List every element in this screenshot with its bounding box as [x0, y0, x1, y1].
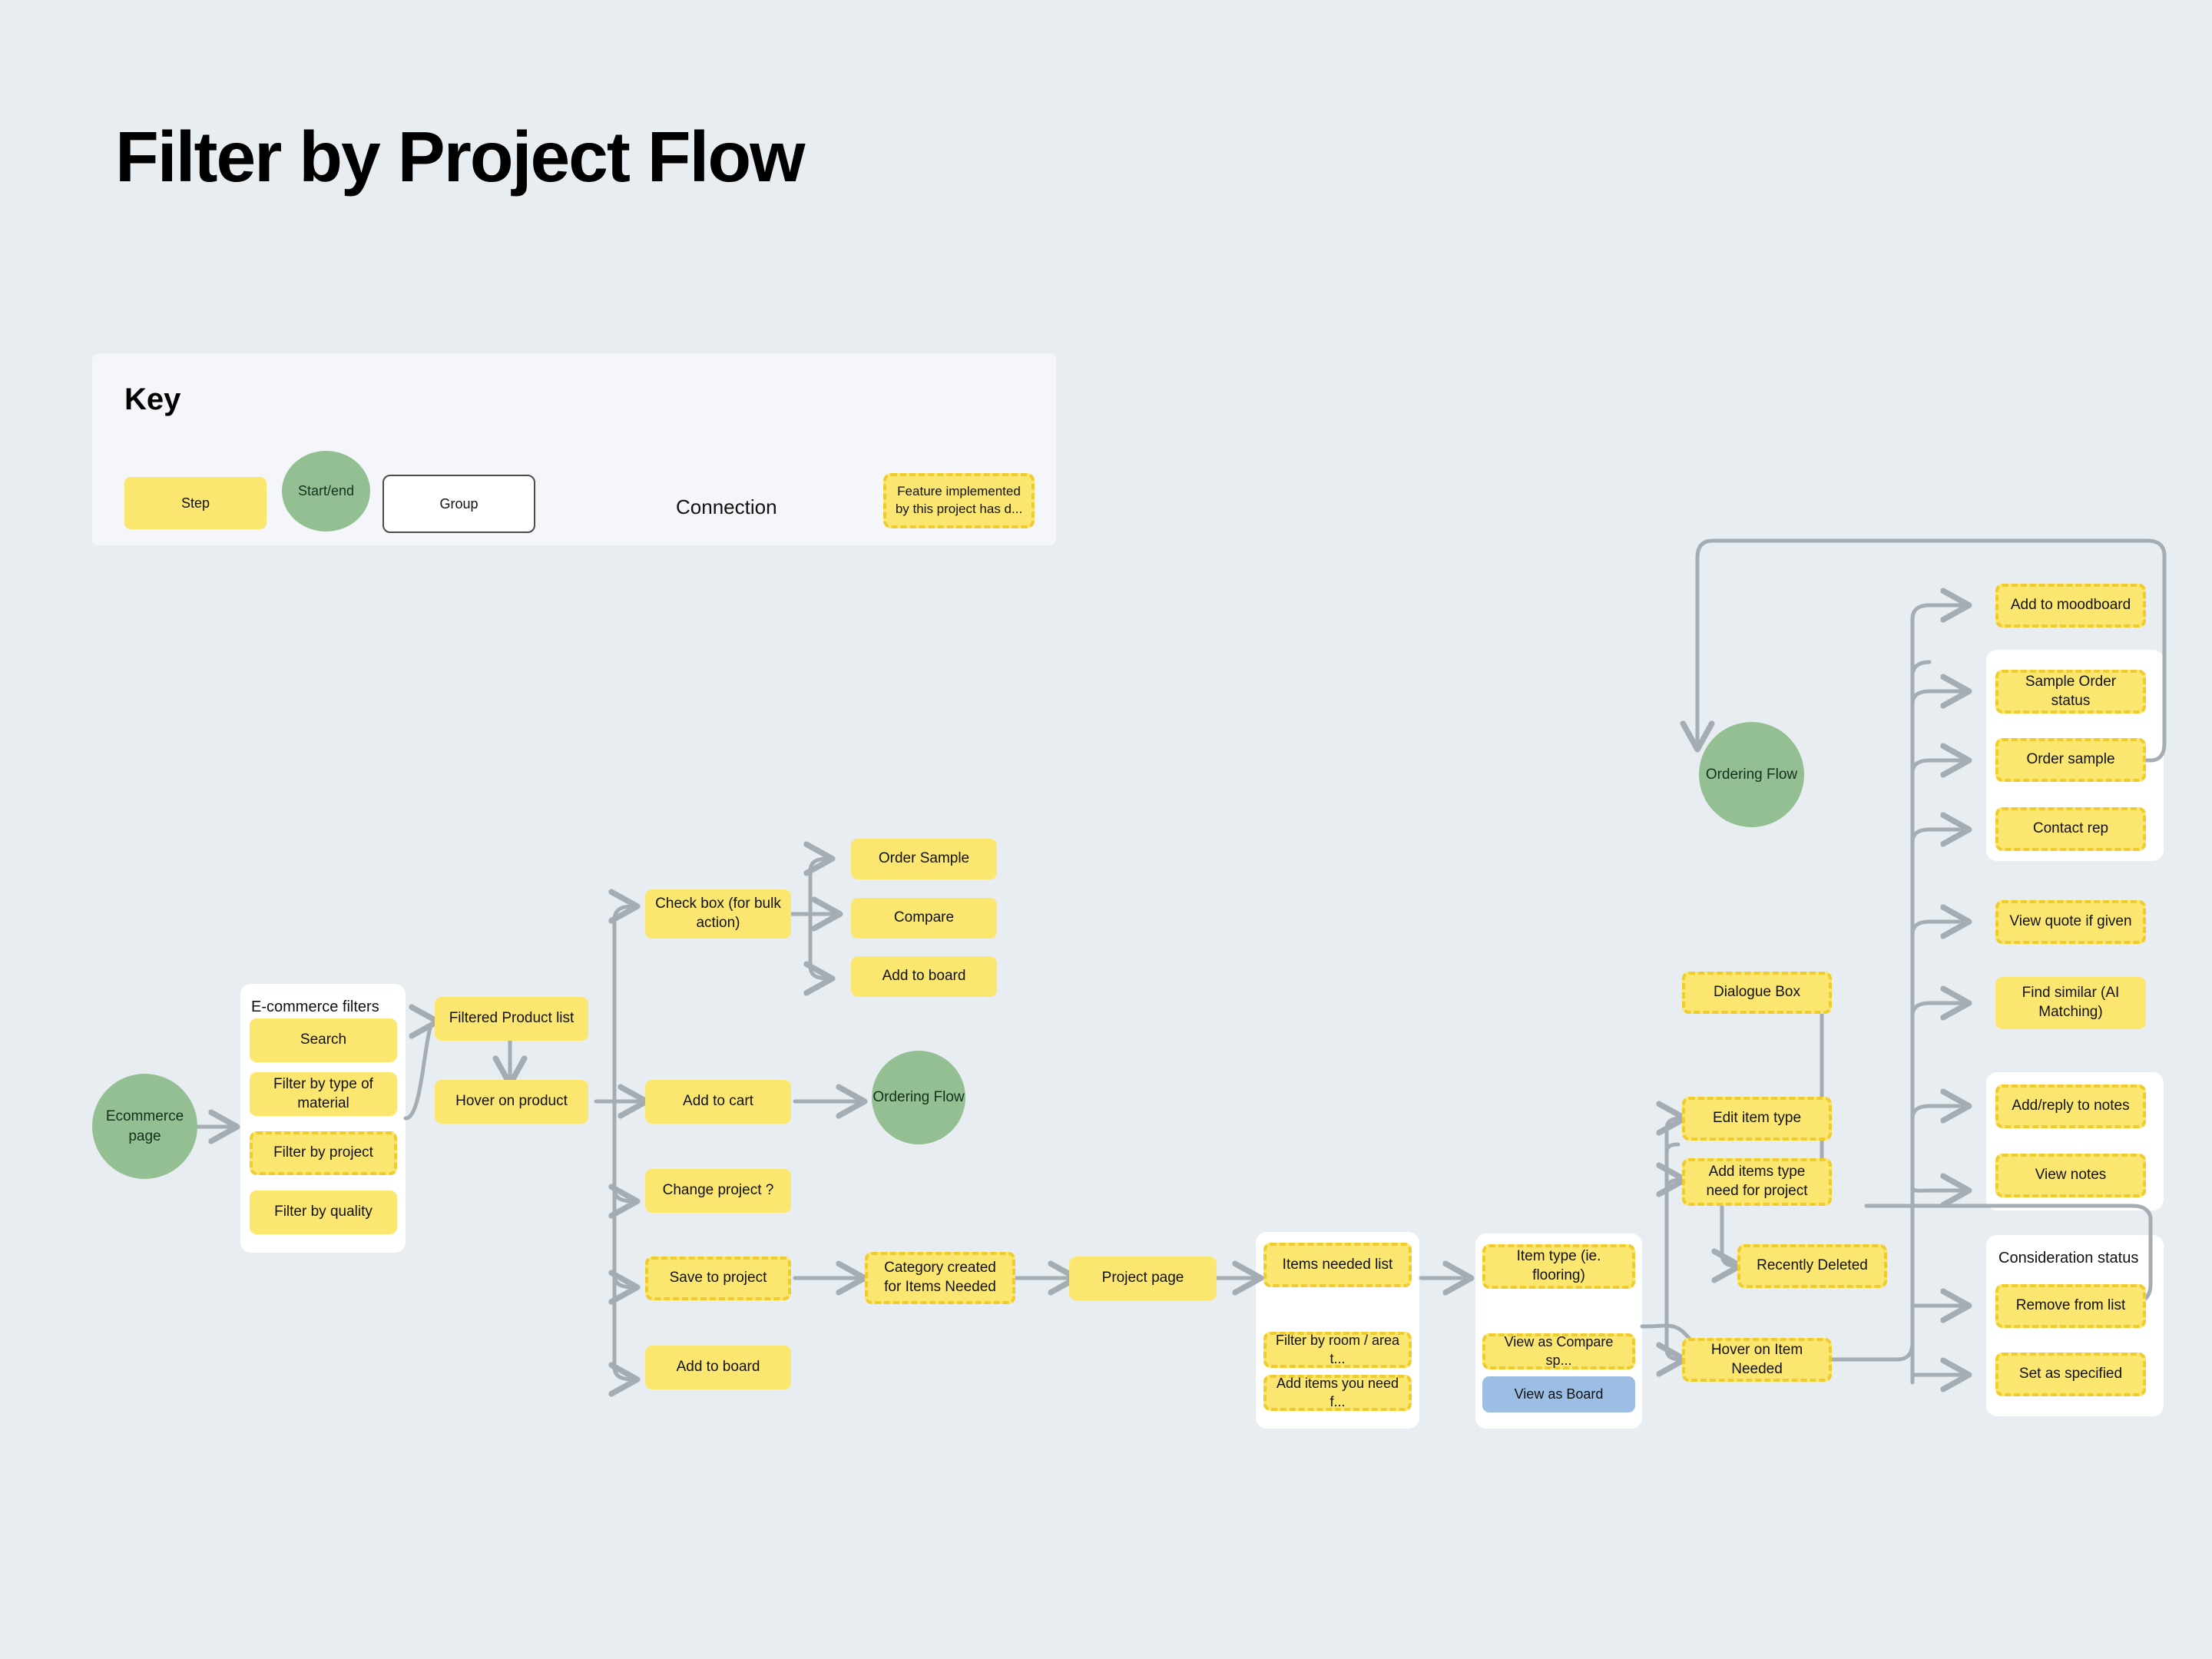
- key-legend-panel: Key Step Start/end Group Connection Feat…: [92, 353, 1056, 545]
- node-view-as-board[interactable]: View as Board: [1482, 1376, 1635, 1412]
- node-add-items-type-need-for-project[interactable]: Add items type need for project: [1682, 1158, 1832, 1206]
- key-title: Key: [124, 382, 181, 416]
- node-filter-by-project[interactable]: Filter by project: [250, 1131, 397, 1175]
- node-hover-on-item-needed[interactable]: Hover on Item Needed: [1682, 1338, 1832, 1382]
- node-check-box-bulk-action[interactable]: Check box (for bulk action): [645, 889, 791, 939]
- node-set-as-specified[interactable]: Set as specified: [1995, 1353, 2146, 1396]
- node-add-to-moodboard[interactable]: Add to moodboard: [1995, 584, 2146, 628]
- node-order-sample[interactable]: Order sample: [1995, 738, 2146, 782]
- node-dialogue-box[interactable]: Dialogue Box: [1682, 972, 1832, 1014]
- node-recently-deleted[interactable]: Recently Deleted: [1737, 1244, 1887, 1288]
- node-find-similar-ai-matching[interactable]: Find similar (AI Matching): [1995, 977, 2146, 1029]
- node-add-to-cart[interactable]: Add to cart: [645, 1080, 791, 1124]
- node-compare[interactable]: Compare: [851, 898, 997, 939]
- node-add-to-board-top[interactable]: Add to board: [851, 956, 997, 997]
- node-contact-rep[interactable]: Contact rep: [1995, 807, 2146, 851]
- node-ordering-flow-mid[interactable]: Ordering Flow: [872, 1051, 965, 1144]
- node-view-notes[interactable]: View notes: [1995, 1154, 2146, 1197]
- node-item-type[interactable]: Item type (ie. flooring): [1482, 1244, 1635, 1289]
- node-category-created-for-items-needed[interactable]: Category created for Items Needed: [865, 1252, 1015, 1304]
- node-view-quote-if-given[interactable]: View quote if given: [1995, 900, 2146, 944]
- node-view-as-compare[interactable]: View as Compare sp...: [1482, 1333, 1635, 1369]
- node-edit-item-type[interactable]: Edit item type: [1682, 1097, 1832, 1141]
- node-change-project[interactable]: Change project ?: [645, 1169, 791, 1213]
- node-items-needed-list[interactable]: Items needed list: [1263, 1243, 1412, 1287]
- key-step-swatch: Step: [124, 477, 267, 529]
- node-filter-by-room-area[interactable]: Filter by room / area t...: [1263, 1332, 1412, 1368]
- node-project-page[interactable]: Project page: [1069, 1257, 1217, 1300]
- node-add-reply-to-notes[interactable]: Add/reply to notes: [1995, 1084, 2146, 1128]
- node-filtered-product-list[interactable]: Filtered Product list: [435, 997, 588, 1041]
- node-hover-on-product[interactable]: Hover on product: [435, 1080, 588, 1124]
- key-connection-label: Connection: [676, 495, 777, 518]
- node-search[interactable]: Search: [250, 1018, 397, 1062]
- key-feature-swatch: Feature implemented by this project has …: [883, 473, 1035, 528]
- group-ecommerce-filters-label: E-commerce filters: [251, 998, 379, 1015]
- node-add-items-you-need[interactable]: Add items you need f...: [1263, 1375, 1412, 1411]
- page-title: Filter by Project Flow: [115, 117, 805, 197]
- key-start-end-swatch: Start/end: [282, 451, 370, 531]
- node-order-sample-top[interactable]: Order Sample: [851, 839, 997, 879]
- node-ordering-flow-right[interactable]: Ordering Flow: [1699, 722, 1804, 827]
- node-remove-from-list[interactable]: Remove from list: [1995, 1284, 2146, 1328]
- key-group-swatch: Group: [382, 475, 535, 533]
- node-sample-order-status[interactable]: Sample Order status: [1995, 670, 2146, 714]
- node-add-to-board-bottom[interactable]: Add to board: [645, 1346, 791, 1389]
- node-filter-by-quality[interactable]: Filter by quality: [250, 1190, 397, 1234]
- node-ecommerce-page[interactable]: Ecommerce page: [92, 1074, 197, 1179]
- group-consideration-status-label: Consideration status: [1998, 1250, 2139, 1267]
- node-filter-by-type-of-material[interactable]: Filter by type of material: [250, 1072, 397, 1116]
- node-save-to-project[interactable]: Save to project: [645, 1257, 791, 1300]
